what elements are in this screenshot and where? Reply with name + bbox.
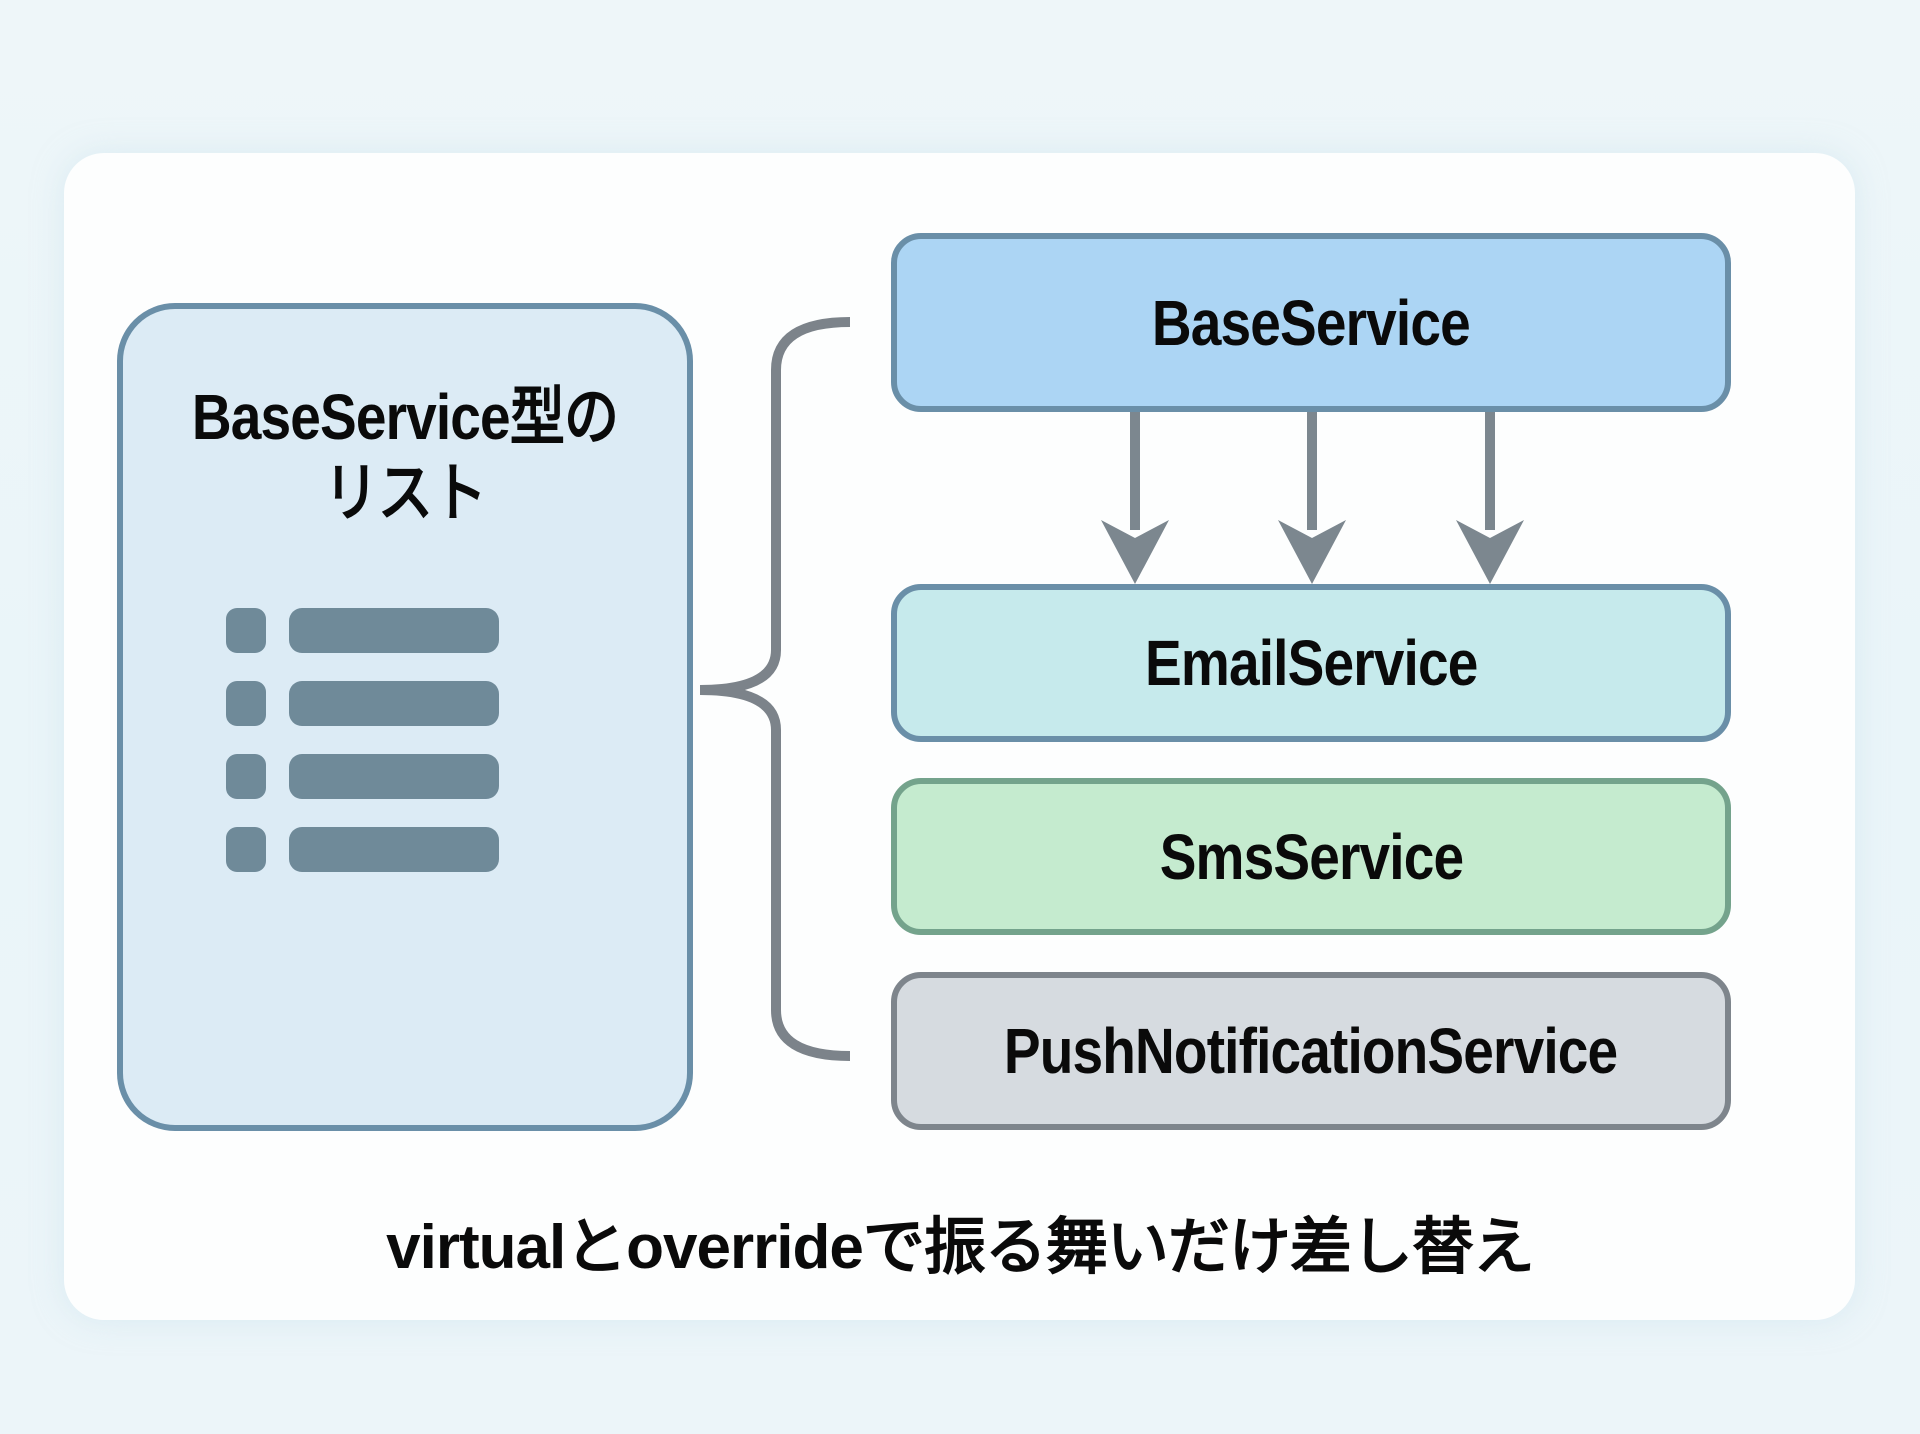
email-service-box: EmailService [891,584,1731,742]
list-bullet [226,754,266,799]
base-service-list-panel: BaseService型の リスト [117,303,693,1131]
list-bullet [226,827,266,872]
list-bullet [226,608,266,653]
sms-service-label: SmsService [1159,820,1463,893]
list-panel-title: BaseService型の リスト [162,379,647,531]
base-service-box: BaseService [891,233,1731,412]
base-service-label: BaseService [1152,286,1471,359]
list-bar [289,827,499,872]
list-panel-title-line1: BaseService型の [191,381,619,453]
list-icon-row [123,827,687,872]
push-notification-service-label: PushNotificationService [1004,1015,1618,1087]
list-icon-row [123,754,687,799]
list-bar [289,754,499,799]
list-bullet [226,681,266,726]
sms-service-box: SmsService [891,778,1731,935]
caption: virtualとoverrideで振る舞いだけ差し替え [386,1213,1535,1282]
list-bar [289,681,499,726]
list-bar [289,608,499,653]
email-service-label: EmailService [1144,627,1478,699]
push-notification-service-box: PushNotificationService [891,972,1731,1130]
list-panel-title-line2: リスト [323,457,487,529]
list-icon-row [123,681,687,726]
list-icon-row [123,608,687,653]
